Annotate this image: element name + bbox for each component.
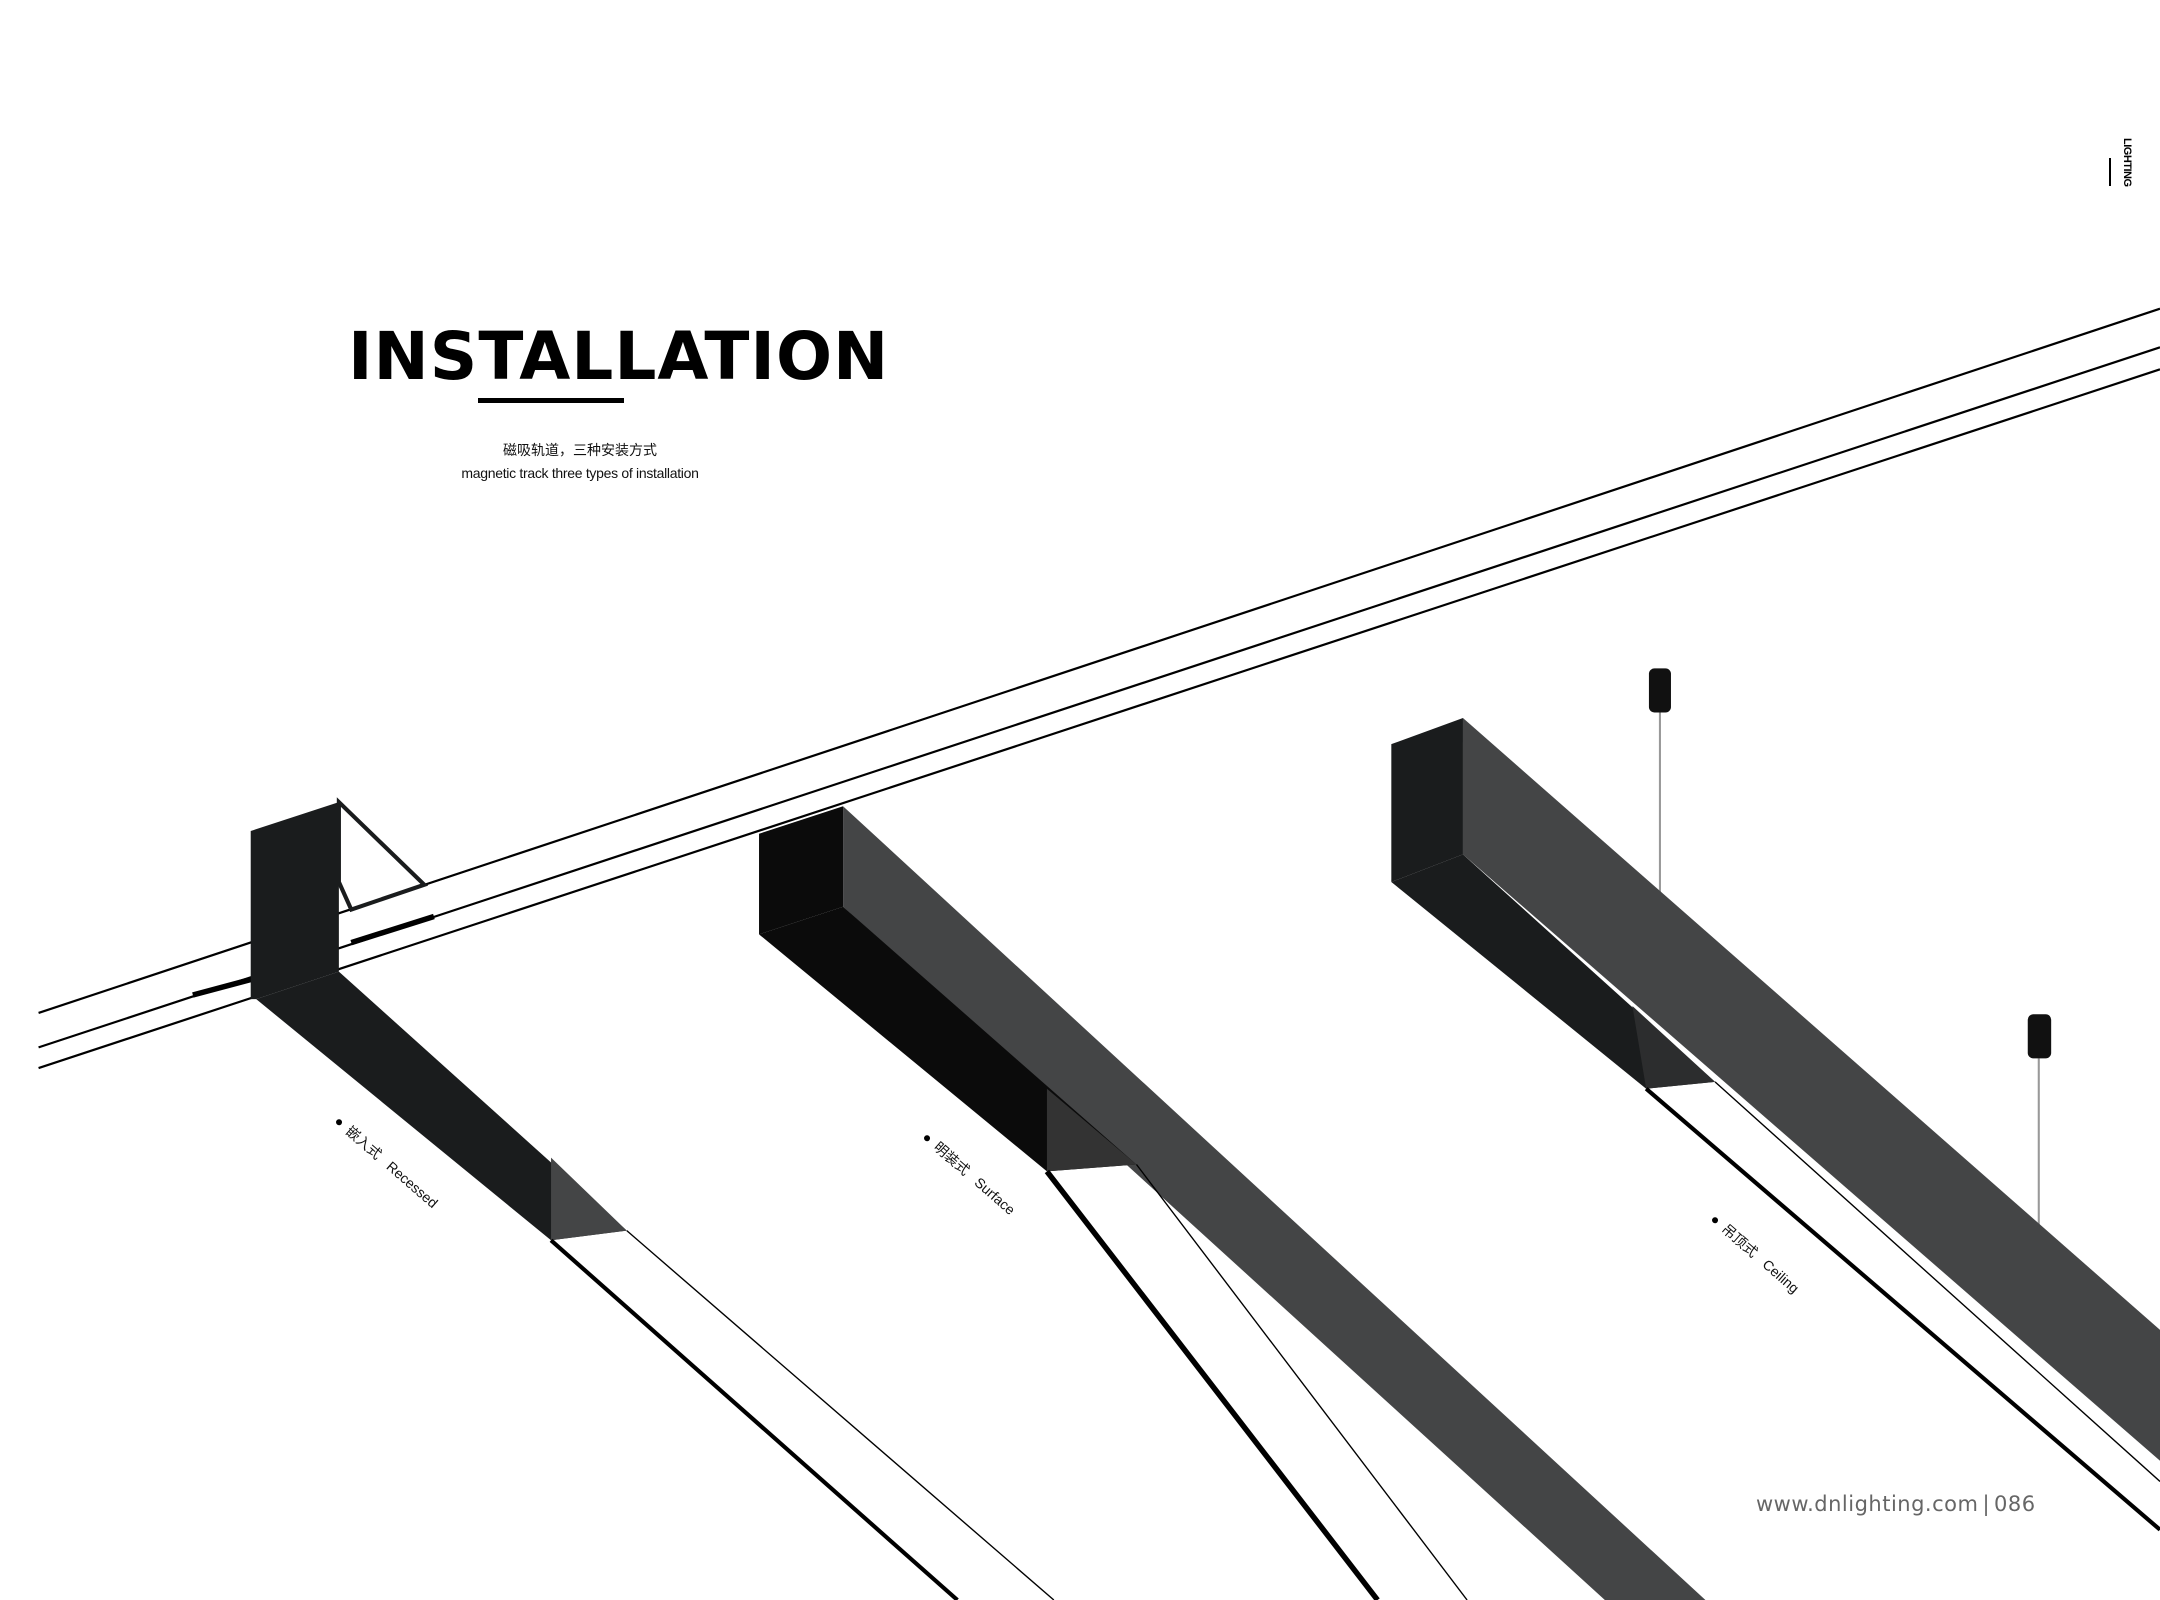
subtitle-chinese: 磁吸轨道，三种安装方式 (503, 442, 657, 458)
footer: www.dnlighting.com|086 (1756, 1492, 2036, 1516)
ceiling-fixture (1391, 668, 2160, 1532)
footer-divider: | (1982, 1492, 1991, 1516)
brand-text: LIGHTING (2121, 138, 2133, 187)
title-underline (478, 398, 624, 403)
page-number: 086 (1994, 1492, 2036, 1516)
website-text: www.dnlighting.com (1756, 1492, 1979, 1516)
bullet-icon (922, 1134, 932, 1143)
surface-fixture (759, 806, 1706, 1600)
bullet-icon (1710, 1216, 1720, 1225)
bullet-icon (334, 1118, 344, 1127)
page-title: INSTALLATION (348, 318, 890, 395)
subtitle-english: magnetic track three types of installati… (461, 465, 699, 481)
brand-mark: LIGHTING (2105, 138, 2133, 198)
brand-bar (2109, 158, 2111, 186)
recessed-fixture (250, 797, 1055, 1600)
magnetic-track (38, 307, 2160, 1070)
